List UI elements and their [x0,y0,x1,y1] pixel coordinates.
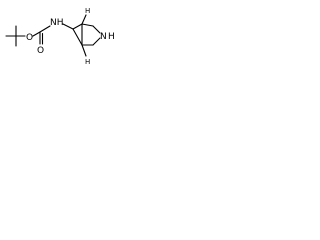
bond-c2-n3 [92,25,101,34]
tert-butyl-group [5,25,26,47]
bond-nh-c6 [62,23,74,30]
bond-c6-c5 [72,28,83,46]
ester-oxygen-label: O [26,33,33,43]
bond-carbonyl-c-nh [39,25,51,33]
stereo-h-bottom-label: H [85,58,90,66]
bond-c1-h-stereo [81,14,87,25]
carbamate-group [32,25,51,45]
bond-ester-o-carbonyl-c [32,31,41,37]
bicyclo-hexane-ring [72,14,101,57]
bond-n3-c4 [92,37,101,46]
ring-nitrogen-label: N [100,32,107,42]
stereo-h-top-label: H [85,7,90,15]
bond-c6-c1 [72,23,83,30]
bond-c1-c2 [81,23,94,27]
carbonyl-oxygen-label: O [37,46,44,56]
ring-nitrogen-h-label: H [108,32,115,42]
bond-c5-h-stereo [81,44,87,57]
molecule-structure: O O NH H H N H [5,7,115,66]
amide-nh-label: NH [50,18,64,28]
